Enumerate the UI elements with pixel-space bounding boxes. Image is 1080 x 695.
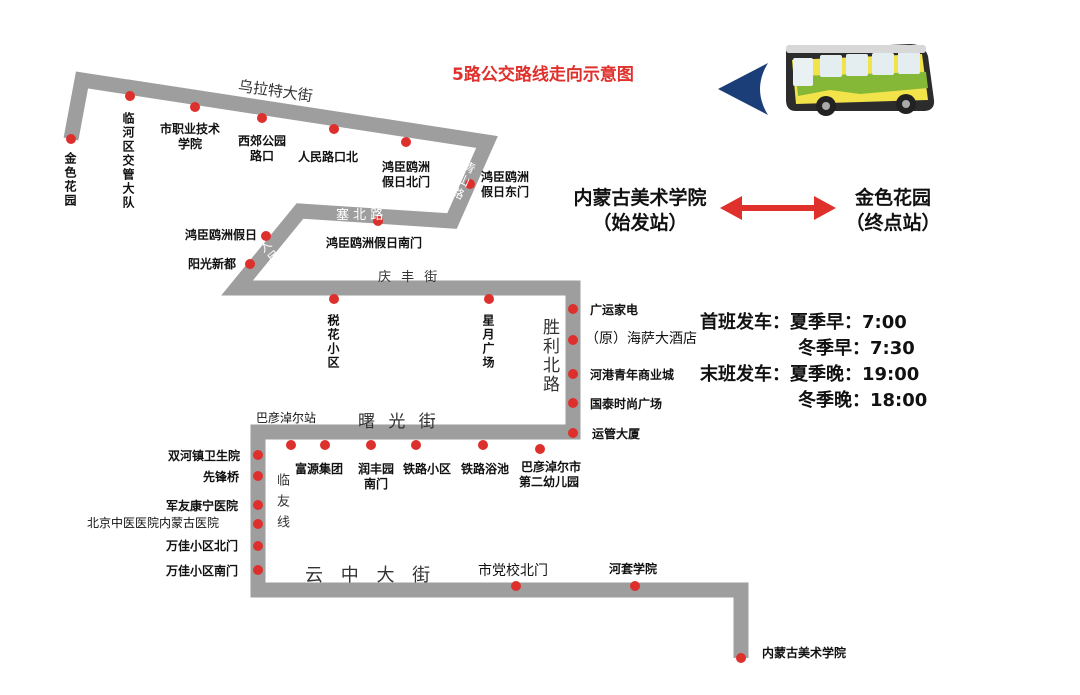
stop-marker [373, 216, 383, 226]
stop-marker [245, 259, 255, 269]
street-shuguang: 曙 光 街 [358, 412, 440, 432]
stop-label: 先锋桥 [203, 470, 240, 484]
stop-label: 金色花园 [63, 152, 77, 208]
stop-label: 润丰园南门 [357, 462, 394, 491]
bus-icon [786, 44, 935, 116]
double-arrow-icon [720, 196, 836, 220]
stop-marker [253, 471, 263, 481]
stop-label: 税花小区 [326, 314, 340, 370]
stop-label: 阳光新都 [188, 257, 237, 271]
last-bus-label: 末班发车： [700, 364, 790, 385]
first-bus-winter: 冬季早：7:30 [798, 338, 915, 359]
stop-label: 河套学院 [609, 562, 658, 576]
stop-marker [257, 113, 267, 123]
stop-label: 军友康宁医院 [166, 499, 239, 513]
stop-label: 铁路浴池 [461, 462, 510, 476]
stop-label: 人民路口北 [298, 150, 359, 164]
stop-marker [190, 102, 200, 112]
stop-marker [511, 581, 521, 591]
end-terminal: 金色花园 （终点站） [834, 186, 952, 236]
stop-label: 巴彦淖尔站 [256, 411, 317, 425]
stop-marker [329, 294, 339, 304]
stop-label: 双河镇卫生院 [168, 449, 241, 463]
stop-label: 运管大厦 [592, 427, 641, 441]
bus-stops [66, 91, 746, 663]
stop-marker [484, 294, 494, 304]
stop-marker [366, 440, 376, 450]
stop-marker [125, 91, 135, 101]
stop-label: 第二幼儿园 [519, 475, 580, 489]
stop-marker [253, 565, 263, 575]
stop-label: 广运家电 [590, 303, 639, 317]
first-bus-summer: 夏季早：7:00 [790, 312, 907, 333]
stop-label: 鸿臣鸥洲假日东门 [481, 170, 530, 199]
stop-marker [253, 450, 263, 460]
last-bus-summer: 夏季晚：19:00 [790, 364, 920, 385]
stop-marker [66, 134, 76, 144]
end-terminal-name: 金色花园 [854, 187, 931, 209]
stop-label: 万佳小区北门 [166, 539, 239, 553]
stop-label: 鸿臣鸥洲假日北门 [381, 160, 430, 189]
stop-label: 万佳小区南门 [166, 564, 239, 578]
stop-marker [568, 428, 578, 438]
stop-marker [253, 541, 263, 551]
stop-label: 鸿臣鸥洲假日 [185, 228, 258, 242]
stop-label: 北京中医医院内蒙古医院 [87, 516, 220, 530]
stop-marker [568, 304, 578, 314]
route-line [63, 71, 749, 658]
stop-marker [320, 440, 330, 450]
stop-marker [261, 231, 271, 241]
stop-label: 巴彦淖尔市 [521, 460, 582, 474]
stop-label: 市党校北门 [478, 563, 548, 579]
stop-marker [535, 444, 545, 454]
start-terminal-tag: （始发站） [592, 212, 688, 234]
street-qingfeng: 庆 丰 街 [378, 270, 441, 285]
stop-marker [630, 581, 640, 591]
schedule: 首班发车：夏季早：7:00 冬季早：7:30 末班发车：夏季晚：19:00 冬季… [700, 310, 927, 414]
stop-label: 内蒙古美术学院 [762, 646, 847, 660]
last-bus-winter: 冬季晚：18:00 [798, 390, 928, 411]
stop-label: 国泰时尚广场 [590, 397, 663, 411]
first-bus-label: 首班发车： [700, 312, 790, 333]
stop-marker [568, 335, 578, 345]
stop-marker [253, 500, 263, 510]
stop-marker [568, 369, 578, 379]
street-yunzhong: 云 中 大 街 [305, 565, 437, 586]
map-title: 5路公交路线走向示意图 [452, 65, 634, 85]
stop-label: 富源集团 [295, 462, 344, 476]
stop-label: 星月广场 [481, 314, 495, 370]
stop-label: 河港青年商业城 [590, 368, 675, 382]
stop-marker [568, 398, 578, 408]
stop-label: 铁路小区 [403, 462, 452, 476]
stop-marker [286, 440, 296, 450]
stop-marker [253, 519, 263, 529]
end-terminal-tag: （终点站） [845, 212, 941, 234]
stop-label: 临河区交管大队 [121, 112, 135, 210]
start-terminal-name: 内蒙古美术学院 [573, 187, 707, 209]
stop-marker [736, 653, 746, 663]
stop-marker [401, 137, 411, 147]
stop-marker [411, 440, 421, 450]
street-saibei: 塞 北 路 [336, 208, 384, 223]
street-linyou: 临友线 [274, 473, 289, 536]
stop-label: 市职业技术学院 [159, 122, 220, 151]
stop-marker [465, 179, 475, 189]
stop-marker [329, 124, 339, 134]
stop-label: （原）海萨大酒店 [585, 331, 697, 347]
stop-marker [478, 440, 488, 450]
stop-label: 鸿臣鸥洲假日南门 [326, 236, 423, 250]
stop-label: 西郊公园路口 [237, 134, 286, 163]
start-terminal: 内蒙古美术学院 （始发站） [556, 186, 724, 236]
street-shengli: 胜利北路 [539, 318, 559, 394]
direction-arrow-icon [718, 63, 768, 115]
